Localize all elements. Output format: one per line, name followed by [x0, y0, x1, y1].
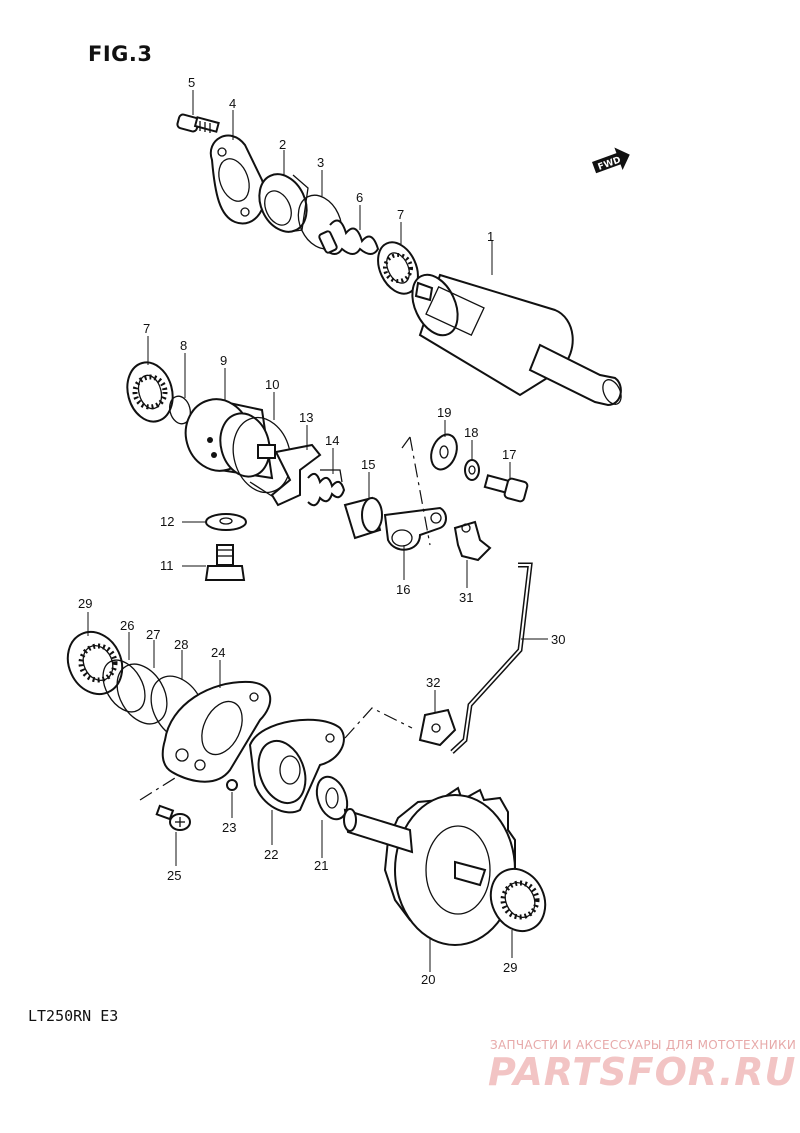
part-20-kick-gear	[343, 786, 516, 946]
part-5-bolt	[176, 113, 220, 133]
callout-18: 18	[464, 425, 479, 440]
part-21-washer	[315, 775, 349, 821]
part-7-bearing-middle	[126, 361, 174, 423]
part-26-ring	[102, 659, 146, 713]
part-24-plate	[161, 680, 272, 783]
part-19-washer	[430, 433, 458, 471]
callout-19: 19	[437, 405, 452, 420]
callout-15: 15	[361, 457, 376, 472]
part-7-bearing-upper	[377, 241, 419, 295]
part-32-clip	[418, 708, 457, 747]
part-12-washer	[205, 513, 247, 531]
part-25-screw	[155, 804, 191, 831]
callout-4: 4	[229, 96, 237, 111]
part-11-bolt	[204, 544, 246, 581]
assembly-line	[409, 436, 431, 546]
callout-12: 12	[160, 514, 175, 529]
part-31-clamp	[453, 520, 492, 562]
part-29-bearing-right	[489, 867, 547, 933]
callout-5: 5	[188, 75, 196, 90]
callout-20: 20	[421, 972, 436, 987]
callout-26: 26	[120, 618, 135, 633]
part-15-collar	[343, 496, 383, 540]
callout-32: 32	[426, 675, 441, 690]
watermark-caption: ЗАПЧАСТИ И АКСЕССУАРЫ ДЛЯ МОТОТЕХНИКИ	[490, 1038, 797, 1052]
callout-1: 1	[487, 229, 495, 244]
callout-2: 2	[279, 137, 287, 152]
callout-7-middle: 7	[143, 321, 151, 336]
part-13-bracket	[270, 443, 322, 507]
part-29-bearing-left	[66, 630, 124, 696]
model-code: LT250RN E3	[28, 1007, 119, 1025]
callout-28: 28	[174, 637, 189, 652]
part-17-bolt	[483, 474, 529, 503]
callout-21: 21	[314, 858, 329, 873]
callout-22: 22	[264, 847, 279, 862]
callout-27: 27	[146, 627, 161, 642]
part-18-washer	[464, 459, 480, 481]
callout-30: 30	[551, 632, 566, 647]
part-14-spring	[307, 469, 346, 507]
watermark-logo: PARTSFOR.RU	[488, 1050, 797, 1094]
callout-24: 24	[211, 645, 226, 660]
callout-3: 3	[317, 155, 325, 170]
callout-31: 31	[459, 590, 474, 605]
callout-23: 23	[222, 820, 237, 835]
callout-29-right: 29	[503, 960, 518, 975]
part-22-ratchet	[248, 718, 345, 814]
callout-16: 16	[396, 582, 411, 597]
callout-9: 9	[220, 353, 228, 368]
leader-lines	[87, 90, 548, 972]
part-10-clip	[232, 416, 292, 499]
callout-13: 13	[299, 410, 314, 425]
part-16-lever	[383, 506, 447, 551]
callout-8: 8	[180, 338, 188, 353]
callout-14: 14	[325, 433, 340, 448]
callout-10: 10	[265, 377, 280, 392]
figure-label: FIG.3	[88, 42, 153, 66]
part-8-o-ring	[169, 395, 191, 425]
callout-17: 17	[502, 447, 517, 462]
part-6-spring	[318, 219, 380, 255]
callout-25: 25	[167, 868, 182, 883]
callout-11: 11	[160, 558, 174, 573]
callout-29-left: 29	[78, 596, 93, 611]
part-1-governor-shaft	[411, 273, 622, 407]
callout-7-upper: 7	[397, 207, 405, 222]
callout-6: 6	[356, 190, 364, 205]
part-23-ball	[226, 779, 238, 791]
part-2-holder	[258, 173, 309, 233]
